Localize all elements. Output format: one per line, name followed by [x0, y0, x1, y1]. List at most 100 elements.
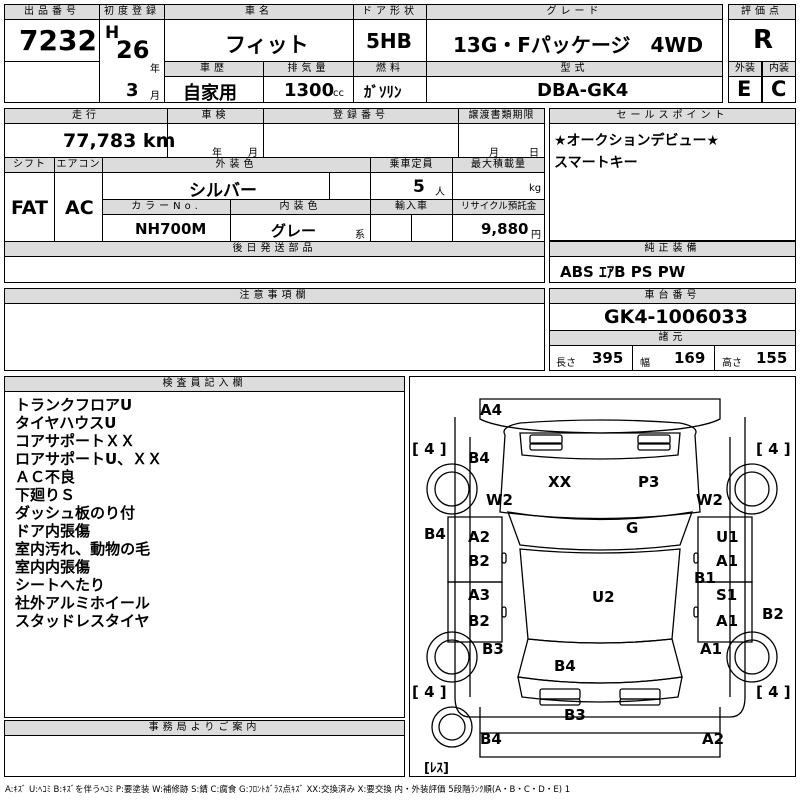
width-label: 幅 [640, 358, 650, 369]
rating-cell: R [728, 19, 796, 62]
interior-header: 内装 [762, 61, 796, 77]
inspector-line: ＡＣ不良 [15, 468, 76, 486]
import-cell-b [411, 214, 453, 242]
inspector-cell: トランクフロアU タイヤハウスU コアサポートＸＸ ロアサポートU、ＸＸ ＡＣ不… [4, 391, 405, 718]
inspector-line: 室内汚れ、動物の毛 [15, 540, 151, 558]
notes-cell [4, 303, 545, 371]
model-cell: DBA-GK4 [426, 76, 723, 103]
history-header: 車歴 [164, 61, 264, 77]
tire-fr: [ 4 ] [756, 440, 791, 458]
displacement-unit: cc [333, 88, 344, 99]
ext-color-header: 外装色 [102, 157, 371, 173]
sales-header: セールスポイント [549, 108, 796, 124]
inspection-header: 車検 [167, 108, 264, 124]
reg-no-header: 登録番号 [263, 108, 459, 124]
mark-side-left: B4 [424, 525, 446, 543]
door-header: ドア形状 [353, 4, 427, 20]
mark-trunk: B4 [554, 657, 576, 675]
header-block [4, 4, 796, 103]
width: 169 [674, 349, 706, 367]
legend: A:ｷｽﾞ U:ﾍｺﾐ B:ｷｽﾞを伴うﾍｺﾐ P:要塗装 W:補修跡 S:錆 … [5, 785, 571, 795]
mark-quarter-left: B3 [482, 640, 504, 658]
model: DBA-GK4 [537, 80, 629, 101]
capacity-unit: 人 [435, 187, 445, 198]
mark-front-bumper: A4 [480, 401, 503, 419]
shift-cell: FAT [4, 172, 55, 242]
shift: FAT [11, 197, 48, 219]
lot-no: 7232 [19, 24, 97, 57]
first-reg-year: 26 [116, 36, 150, 64]
mark-roof-g: G [626, 519, 639, 537]
mark-door-rl-b: B2 [468, 612, 490, 630]
transfer-header: 譲渡書類期限 [458, 108, 545, 124]
inspector-line: 室内内張傷 [15, 558, 91, 576]
height-label: 高さ [722, 358, 742, 369]
length: 395 [592, 349, 624, 367]
car-outline [426, 398, 778, 758]
import-header: 輸入車 [370, 199, 453, 215]
int-color-cell: グレー 系 [230, 214, 371, 242]
dims-divider [632, 346, 633, 370]
load-header: 最大積載量 [452, 157, 545, 173]
int-color-unit: 系 [355, 230, 365, 241]
fuel-header: 燃料 [353, 61, 427, 77]
recycle-header: リサイクル預託金 [452, 199, 545, 215]
inspector-line: コアサポートＸＸ [15, 432, 136, 450]
transfer-day-unit: 日 [529, 148, 539, 159]
length-label: 長さ [556, 358, 576, 369]
mark-hood-xx: XX [548, 473, 572, 491]
sales-line: スマートキー [554, 155, 638, 171]
later-parts-cell [4, 256, 545, 283]
inspector-line: ダッシュ板のり付 [15, 504, 136, 522]
inspector-line: ロアサポートU、ＸＸ [15, 450, 163, 468]
interior-cell: C [762, 76, 796, 103]
rating: R [753, 25, 774, 55]
inspector-line: タイヤハウスU [15, 414, 117, 432]
recycle-cell: 9,880 円 [452, 214, 545, 242]
inspector-line: トランクフロアU [15, 396, 133, 414]
mark-door-fr-a: A1 [716, 552, 739, 570]
dims-divider [714, 346, 715, 370]
first-reg-month: 3 [126, 80, 139, 101]
color-no-cell: NH700M [102, 214, 231, 242]
mileage: 77,783 km [63, 130, 176, 152]
later-parts-header: 後日発送部品 [4, 241, 545, 257]
tire-rr: [ 4 ] [756, 683, 791, 701]
grade-header: グレード [426, 4, 723, 20]
dims-cell: 長さ 395 幅 169 高さ 155 [549, 345, 796, 371]
mark-pillar-right: B1 [694, 569, 716, 587]
history-cell: 自家用 [164, 76, 264, 104]
ext-color: シルバー [189, 181, 257, 201]
recycle-unit: 円 [531, 230, 541, 241]
transfer-cell: 月 日 [458, 123, 545, 159]
ext-color-cell: シルバー [102, 172, 330, 201]
inspection-cell: 年 月 [167, 123, 264, 159]
import-cell-a [370, 214, 412, 242]
office-header: 事務局よりご案内 [4, 720, 405, 736]
first-reg-month-unit: 月 [150, 91, 160, 102]
interior-grade: C [771, 77, 787, 101]
color-no-header: カラーNo. [102, 199, 231, 215]
load-unit: kg [529, 183, 542, 194]
door-type: 5HB [366, 29, 412, 53]
first-reg-era: H [105, 23, 120, 43]
mark-side-right: B2 [762, 605, 784, 623]
mark-quarter-right: A1 [700, 640, 723, 658]
mark-door-fr-u: U1 [716, 528, 739, 546]
grade: 13G・Fパッケージ 4WD [453, 33, 704, 57]
inspector-line: シートへたり [15, 576, 106, 594]
displacement-cell: 1300 cc [263, 76, 354, 103]
dims-header: 諸元 [549, 330, 796, 346]
mark-hood-left: B4 [468, 449, 490, 467]
inspector-line: 下廻りＳ [15, 486, 76, 504]
sales-line: ★オークションデビュー★ [554, 133, 720, 149]
lot-no-header: 出品番号 [4, 4, 100, 20]
rating-header: 評価点 [728, 4, 796, 20]
inspection-month-unit: 月 [248, 148, 258, 159]
car-name-header: 車名 [164, 4, 354, 20]
lot-no-blank [4, 61, 100, 103]
equipment: ABS ｴｱB PS PW [560, 263, 686, 281]
mark-door-fl-b: B2 [468, 552, 490, 570]
displacement-header: 排気量 [263, 61, 354, 77]
reg-no-cell [263, 123, 459, 158]
